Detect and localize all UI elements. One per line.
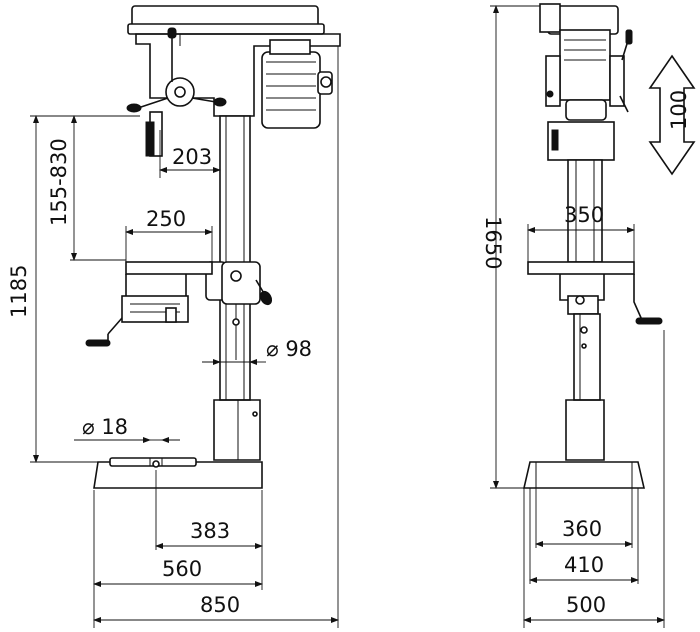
dim-slot-width: ⌀ 18	[82, 415, 128, 439]
dim-overall-width: 500	[566, 593, 606, 617]
side-view-dimensions: 203 155-830 250 ⌀ 98 1185 ⌀ 18 383	[7, 46, 339, 628]
dim-table-size: 250	[146, 207, 186, 231]
dim-head-travel: 100	[667, 90, 691, 130]
dim-table-width: 350	[564, 203, 604, 227]
dim-column-diameter: ⌀ 98	[266, 337, 312, 361]
dim-base-depth: 560	[162, 557, 202, 581]
dim-total-height: 1185	[7, 265, 31, 318]
dim-spindle-travel: 155-830	[47, 138, 71, 226]
dim-overall-depth: 850	[200, 593, 240, 617]
dim-base-slot-spacing: 383	[190, 519, 230, 543]
head-travel-arrow	[648, 54, 696, 176]
front-view	[522, 3, 663, 489]
dim-base-slot-width: 360	[562, 517, 602, 541]
dim-overall-height: 1650	[481, 216, 505, 269]
dim-spindle-to-column: 203	[172, 145, 212, 169]
side-view	[85, 5, 341, 489]
dim-base-width: 410	[564, 553, 604, 577]
front-view-dimensions: 1650 350 100 360 410 500	[481, 5, 696, 628]
